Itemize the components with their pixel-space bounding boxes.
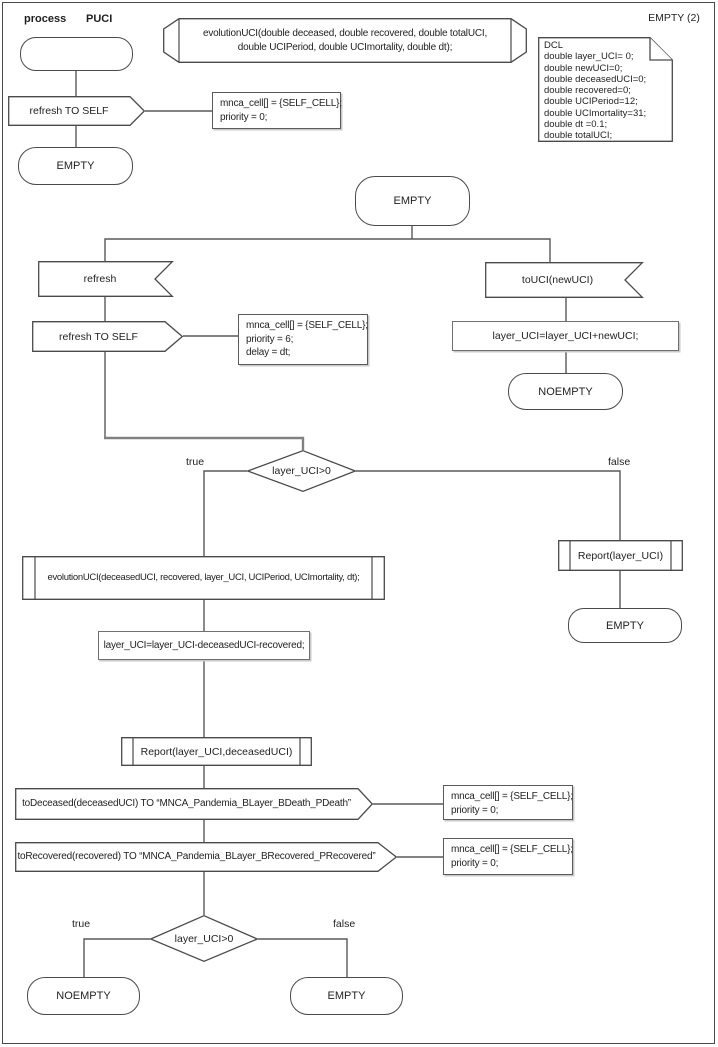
task-subtract: layer_UCI=layer_UCI-deceasedUCI-recovere… [98,631,310,660]
output-label: toRecovered(recovered) TO “MNCA_Pandemia… [17,851,376,862]
output-todeceased: toDeceased(deceasedUCI) TO “MNCA_Pandemi… [15,788,374,820]
dcl-line: double dt =0.1; [544,119,608,131]
state-empty-final: EMPTY [290,977,403,1015]
dcl-line: double recovered=0; [544,85,631,97]
output-refresh-to-self-init: refresh TO SELF [8,96,146,126]
output-label: refresh TO SELF [59,330,138,343]
procedure-signature-line2: double UCIPeriod, double UCImortality, d… [237,41,453,53]
comment-line: mnca_cell[] = {SELF_CELL}; [451,844,573,855]
comment-todeceased-priority: mnca_cell[] = {SELF_CELL}; priority = 0; [443,785,573,820]
comment-line: mnca_cell[] = {SELF_CELL}; [246,320,368,331]
input-refresh: refresh [38,261,174,297]
state-empty-false: EMPTY [568,608,682,643]
state-label: EMPTY [393,195,432,207]
state-noempty-final: NOEMPTY [27,977,140,1015]
input-touci: toUCI(newUCI) [485,262,644,298]
decision-layer-uci-1: layer_UCI>0 [245,450,358,492]
comment-line: delay = dt; [246,347,291,358]
state-label: NOEMPTY [56,990,111,1002]
branch-label-true: true [72,918,91,930]
task-add-newuci: layer_UCI=layer_UCI+newUCI; [452,321,679,351]
branch-label-false: false [608,456,631,468]
process-keyword: process [24,13,67,25]
dcl-line: DCL [544,40,564,51]
procedure-label: Report(layer_UCI,deceasedUCI) [140,745,293,758]
dcl-line: double layer_UCI= 0; [544,51,634,63]
dcl-line: double UCIPeriod=12; [544,96,638,108]
branch-label-true: true [186,456,205,468]
procedure-report-layeruci: Report(layer_UCI) [558,540,683,571]
comment-line: priority = 0; [451,804,499,816]
state-empty-init: EMPTY [18,147,133,185]
comment-line: priority = 0; [220,111,268,123]
text-symbol-dcl: DCL double layer_UCI= 0; double newUCI=0… [538,37,673,142]
output-refresh-to-self: refresh TO SELF [32,321,184,352]
branch-label-false: false [333,918,356,930]
procedure-signature-line1: evolutionUCI(double deceased, double rec… [202,28,488,39]
task-label: layer_UCI=layer_UCI+newUCI; [492,330,639,342]
input-label: toUCI(newUCI) [521,274,594,286]
dcl-line: double UCImortality=31; [544,107,647,119]
output-label: refresh TO SELF [29,105,109,117]
state-label: EMPTY [606,619,644,632]
comment-torecovered-priority: mnca_cell[] = {SELF_CELL}; priority = 0; [443,838,573,875]
state-label: EMPTY [56,160,95,172]
comment-refresh-priority: mnca_cell[] = {SELF_CELL}; priority = 6;… [238,314,368,365]
procedure-evolutionuci-call: evolutionUCI(deceasedUCI, recovered, lay… [22,556,385,600]
dcl-line: double totalUCI; [544,130,613,142]
input-label: refresh [83,273,117,285]
instance-label: EMPTY (2) [648,12,700,24]
state-noempty-right: NOEMPTY [508,373,623,410]
task-label: layer_UCI=layer_UCI-deceasedUCI-recovere… [103,640,305,651]
state-label: EMPTY [327,990,366,1002]
process-name: PUCI [86,13,113,25]
output-label: toDeceased(deceasedUCI) TO “MNCA_Pandemi… [22,798,351,809]
output-torecovered: toRecovered(recovered) TO “MNCA_Pandemia… [15,842,398,872]
state-label: NOEMPTY [538,385,593,398]
dcl-line: double deceasedUCI=0; [544,73,647,85]
dcl-line: double newUCI=0; [544,62,623,74]
procedure-declaration-evolutionuci: evolutionUCI(double deceased, double rec… [163,18,527,63]
comment-line: priority = 0; [451,857,499,869]
state-empty-main: EMPTY [355,176,470,226]
comment-line: priority = 6; [246,333,294,345]
procedure-report-deceased: Report(layer_UCI,deceasedUCI) [121,737,312,766]
comment-line: mnca_cell[] = {SELF_CELL}; [451,791,573,802]
procedure-label: Report(layer_UCI) [577,549,664,562]
decision-label: layer_UCI>0 [174,932,234,945]
start-state [20,37,133,71]
decision-label: layer_UCI>0 [272,465,331,477]
comment-line: mnca_cell[] = {SELF_CELL}; [220,98,342,109]
comment-init-priority: mnca_cell[] = {SELF_CELL}; priority = 0; [212,92,342,129]
procedure-label: evolutionUCI(deceasedUCI, recovered, lay… [47,572,360,583]
decision-layer-uci-2: layer_UCI>0 [149,914,259,963]
